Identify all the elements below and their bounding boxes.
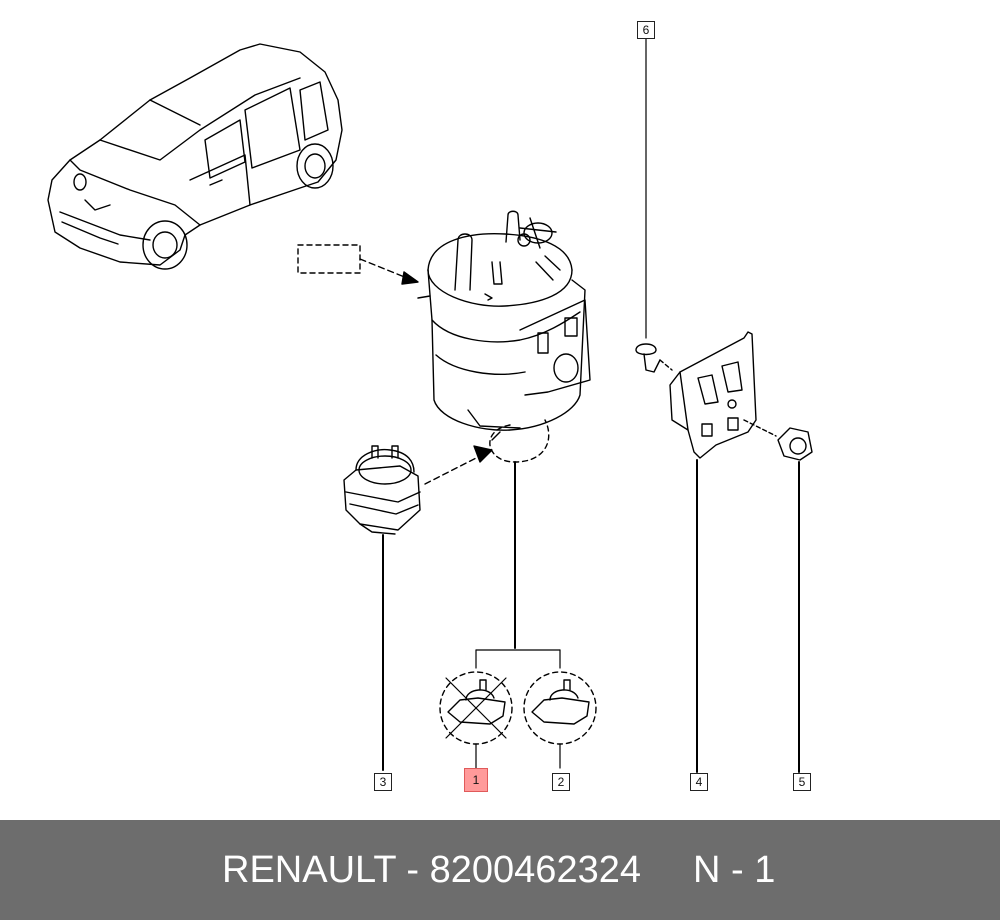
brand-name: RENAULT: [222, 849, 396, 891]
part-3-sensor-unit: [343, 445, 421, 771]
part-6-screw: [635, 37, 673, 373]
reference-box: [297, 244, 419, 285]
fuel-filter-assembly: [417, 210, 591, 463]
part-4-bracket: [669, 331, 757, 773]
leader-lines-1-2: [475, 461, 561, 669]
callout-5[interactable]: 5: [793, 773, 811, 791]
footer-text: RENAULT - 8200462324 N - 1: [0, 820, 1000, 920]
dash-separator: -: [406, 849, 420, 891]
footer-bar: RENAULT - 8200462324 N - 1: [0, 820, 1000, 920]
parts-diagram: [47, 37, 813, 773]
position-code: N - 1: [692, 849, 776, 891]
callout-2[interactable]: 2: [552, 773, 570, 791]
vehicle-illustration: [47, 43, 343, 270]
part-number: 8200462324: [429, 849, 641, 891]
part-2-detail: [523, 671, 597, 769]
callout-1[interactable]: 1: [464, 768, 488, 792]
callout-6[interactable]: 6: [637, 21, 655, 39]
callout-4[interactable]: 4: [690, 773, 708, 791]
part-1-detail: [439, 671, 513, 769]
part-5-clip: [743, 419, 813, 773]
callout-3[interactable]: 3: [374, 773, 392, 791]
